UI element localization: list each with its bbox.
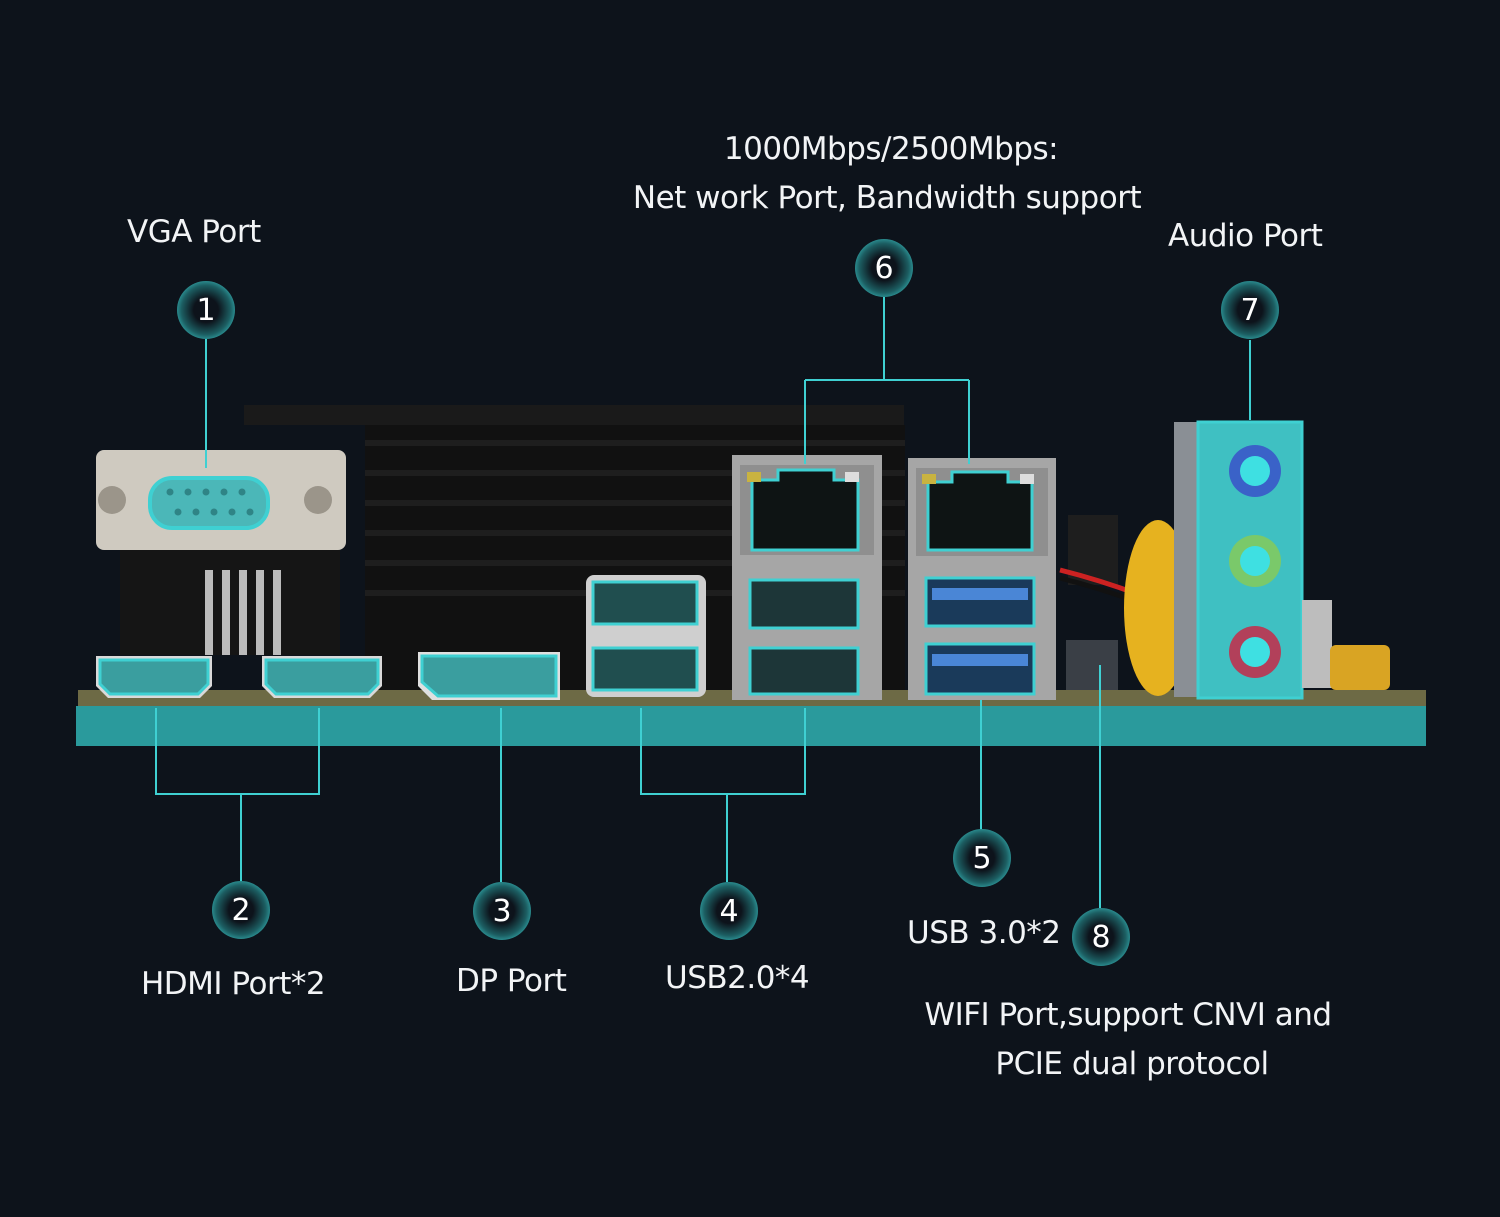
badge-2: 2	[212, 881, 270, 939]
badge-1: 1	[177, 281, 235, 339]
leader-line-6	[804, 297, 970, 464]
audio-port-label: Audio Port	[1168, 218, 1323, 254]
network-port-label-line2: Net work Port, Bandwidth support	[632, 180, 1142, 216]
board-edge	[76, 706, 1426, 746]
leader-line-4	[640, 708, 806, 882]
wifi-port-label-line1: WIFI Port,support CNVI and	[924, 997, 1332, 1033]
leader-line-2	[155, 708, 320, 882]
audio-stack	[1174, 420, 1304, 700]
usb2-port-label: USB2.0*4	[665, 960, 810, 996]
vga-connector	[96, 450, 346, 655]
lan-usb-stack-1	[732, 455, 882, 700]
usb2-stack	[586, 575, 706, 697]
badge-4: 4	[700, 882, 758, 940]
hdmi-port-label: HDMI Port*2	[141, 966, 326, 1002]
wifi-port-label-line2: PCIE dual protocol	[995, 1046, 1269, 1082]
usb3-port-label: USB 3.0*2	[907, 915, 1061, 951]
badge-6: 6	[855, 239, 913, 297]
badge-7: 7	[1221, 281, 1279, 339]
network-port-label-line1: 1000Mbps/2500Mbps:	[723, 131, 1059, 167]
badge-5: 5	[953, 829, 1011, 887]
badge-8: 8	[1072, 908, 1130, 966]
lan-usb-stack-2	[908, 458, 1056, 700]
vga-port-label: VGA Port	[127, 214, 261, 250]
hdmi-connectors	[96, 656, 382, 698]
dp-port-label: DP Port	[456, 963, 567, 999]
badge-3: 3	[473, 882, 531, 940]
displayport-connector	[418, 652, 560, 700]
